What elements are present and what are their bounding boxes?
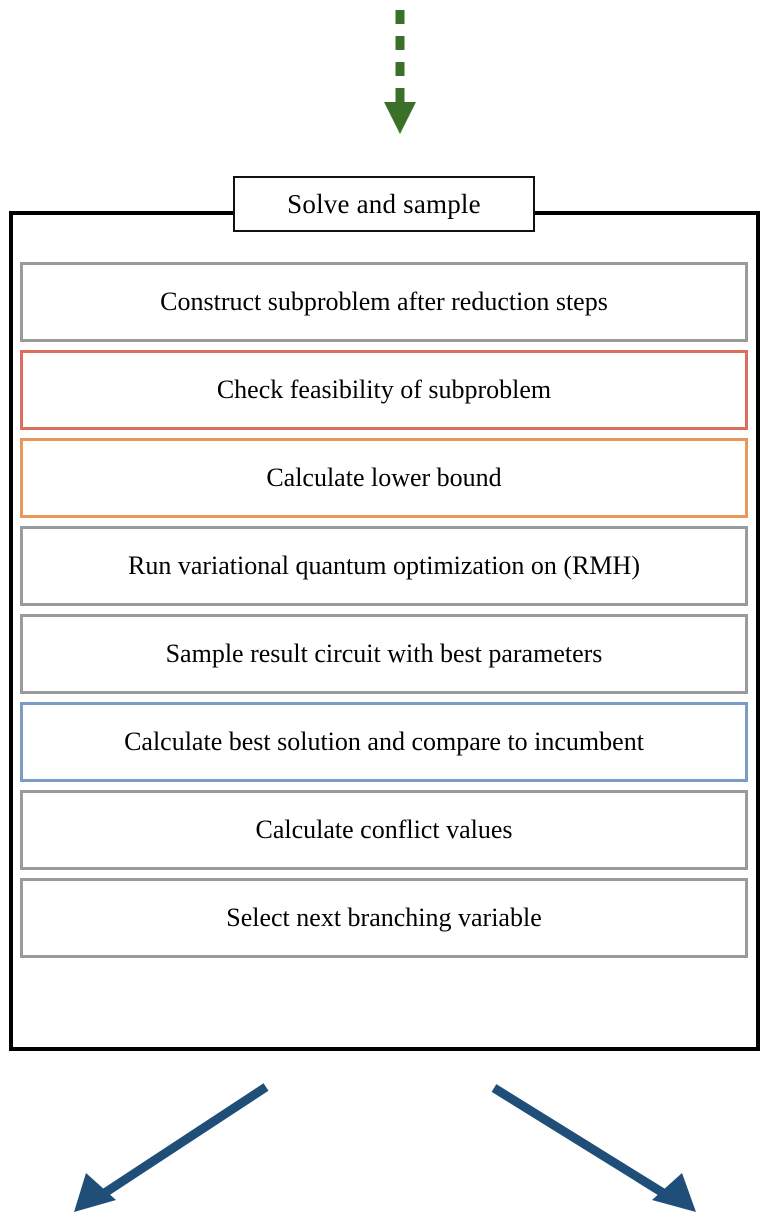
arrow-down-right-icon xyxy=(491,1084,696,1212)
outgoing-arrows xyxy=(74,1083,696,1212)
step-box-run-variational-quantum-optimization[interactable]: Run variational quantum optimization on … xyxy=(20,526,748,606)
arrow-left-shaft xyxy=(97,1083,269,1200)
arrow-right-shaft xyxy=(491,1084,671,1200)
step-box-construct-subproblem[interactable]: Construct subproblem after reduction ste… xyxy=(20,262,748,342)
step-box-calculate-lower-bound[interactable]: Calculate lower bound xyxy=(20,438,748,518)
arrow-down-left-icon xyxy=(74,1083,269,1212)
step-box-check-feasibility[interactable]: Check feasibility of subproblem xyxy=(20,350,748,430)
incoming-dashed-arrow xyxy=(384,10,416,134)
step-box-calculate-best-solution[interactable]: Calculate best solution and compare to i… xyxy=(20,702,748,782)
page-title: Solve and sample xyxy=(233,176,535,232)
step-box-sample-result-circuit[interactable]: Sample result circuit with best paramete… xyxy=(20,614,748,694)
arrow-right-head xyxy=(652,1173,696,1212)
arrowhead xyxy=(384,102,416,134)
step-list: Construct subproblem after reduction ste… xyxy=(20,262,748,958)
arrow-left-head xyxy=(74,1173,116,1212)
step-box-calculate-conflict-values[interactable]: Calculate conflict values xyxy=(20,790,748,870)
step-box-select-next-branching-variable[interactable]: Select next branching variable xyxy=(20,878,748,958)
